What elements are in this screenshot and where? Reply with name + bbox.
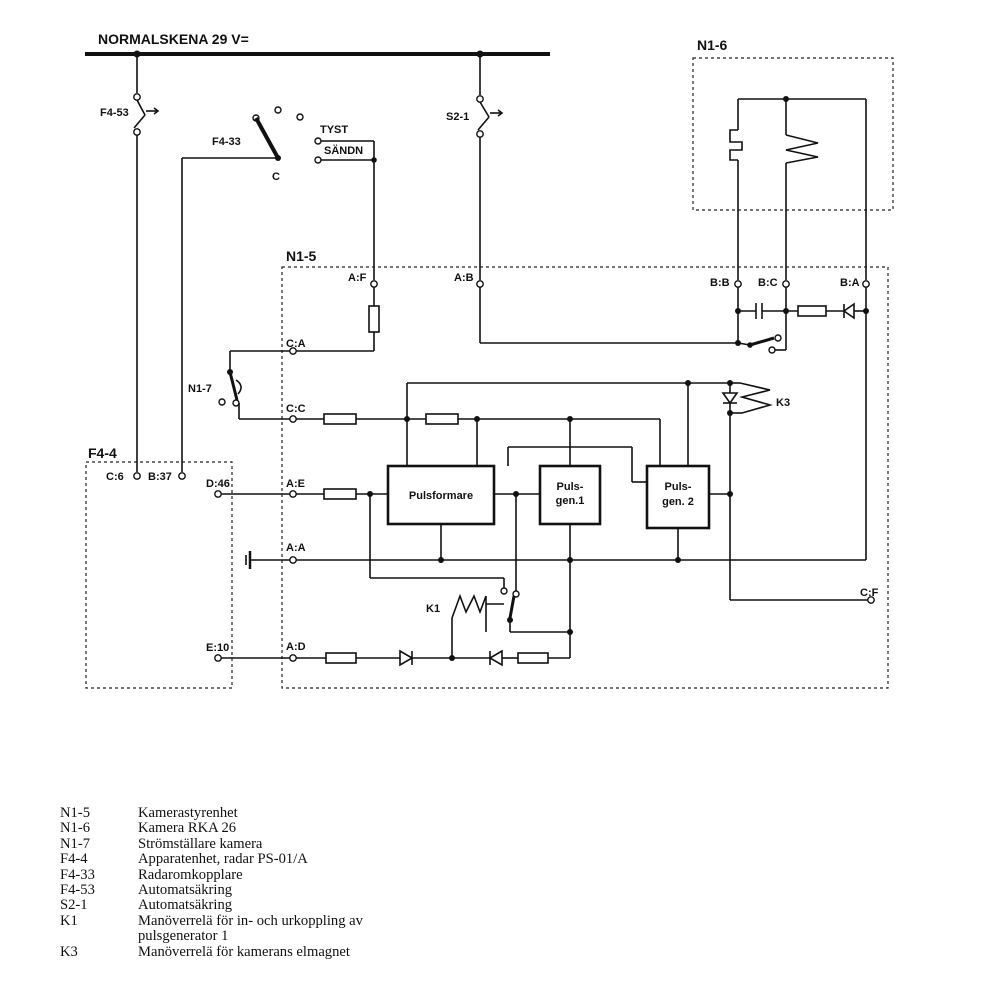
pulsformare-label: Pulsformare [409,490,473,502]
terminal-ae-label: A:E [286,478,305,490]
terminal-d46-label: D:46 [206,478,230,490]
sandn-label: SÄNDN [324,144,363,157]
ae-input-line [221,488,505,588]
pulsgen2-label-b: gen. 2 [662,496,694,508]
k1-relay: K1 [426,587,570,633]
f4-4-label: F4-4 [88,445,117,461]
legend-row: F4-53 Automatsäkring [60,882,580,899]
n1-5-label: N1-5 [286,248,317,264]
terminal-b37 [178,472,186,480]
terminal-bb-label: B:B [710,277,730,289]
legend-code: N1-6 [60,820,90,837]
n1-7-label: N1-7 [188,383,212,395]
k3-label: K3 [776,397,790,409]
legend-row: N1-6 Kamera RKA 26 [60,820,580,837]
terminal-bc-label: B:C [758,277,778,289]
n1-5-control-unit [281,266,889,689]
legend-code [60,929,138,944]
bus-label: NORMALSKENA 29 V= [98,31,249,47]
n1-6-label: N1-6 [697,37,728,53]
terminal-ab [476,280,484,288]
k1-label: K1 [426,603,440,615]
k3-relay: K3 [407,380,790,600]
legend-code: N1-7 [60,835,90,852]
legend-code: K1 [60,912,78,929]
cc-resistor-line [296,383,661,466]
legend-row: K3 Manöverrelä för kamerans elmagnet [60,943,580,960]
f4-4-unit [85,461,233,689]
legend-code: K3 [60,943,78,960]
n1-7-switch: N1-7 [188,350,290,420]
terminal-bc [782,280,790,288]
s2-1-label: S2-1 [446,111,469,123]
component-legend: N1-5 Kamerastyrenhet N1-6 Kamera RKA 26 N1… [60,805,580,960]
legend-desc: Manöverrelä för in- och urkoppling av [138,912,363,929]
legend-row: pulsgenerator 1 [60,928,580,945]
f4-33-label: F4-33 [212,136,241,148]
terminal-c6-label: C:6 [106,471,124,483]
legend-row: S2-1 Automatsäkring [60,897,580,914]
legend-desc: Radaromkopplare [138,866,243,883]
terminal-ab-label: A:B [454,272,474,284]
legend-row: K1 Manöverrelä för in- och urkoppling av [60,912,580,929]
terminal-b37-label: B:37 [148,471,172,483]
legend-row: N1-5 Kamerastyrenhet [60,805,580,821]
terminal-ad [289,654,297,662]
legend-desc: Manöverrelä för kamerans elmagnet [138,943,350,960]
terminal-c6 [133,472,141,480]
legend-row: N1-7 Strömställare kamera [60,835,580,852]
terminal-af-label: A:F [348,272,367,284]
legend-row: F4-33 Radaromkopplare [60,866,580,883]
legend-code: F4-4 [60,851,88,868]
terminal-cf [867,596,875,604]
terminal-ad-label: A:D [286,641,306,653]
legend-code: S2-1 [60,897,88,914]
legend-desc: Kamerastyrenhet [138,805,238,821]
terminal-e10-label: E:10 [206,642,229,654]
f4-33-common-label: C [272,171,280,183]
terminal-ba-label: B:A [840,277,860,289]
pulsgen2-box [645,464,711,530]
terminal-aa-label: A:A [286,542,306,554]
pulsformare-box [386,464,496,526]
ad-line [221,632,570,667]
terminal-ca-label: C:A [286,338,306,350]
legend-row: F4-4 Apparatenhet, radar PS-01/A [60,851,580,868]
terminal-cc [289,415,297,423]
terminal-af [370,280,378,288]
s2-1-breaker: S2-1 [446,54,504,280]
legend-desc: Automatsäkring [138,897,233,914]
legend-desc: Kamera RKA 26 [138,820,237,837]
ground-line [245,551,866,569]
n1-6-camera: N1-6 [692,37,894,280]
legend-desc: pulsgenerator 1 [138,928,229,945]
pulsgen2-label-a: Puls- [665,481,692,493]
fuse [296,287,380,352]
terminal-aa [289,556,297,564]
legend-desc: Automatsäkring [138,882,233,899]
legend-code: N1-5 [60,805,90,821]
terminal-d46 [214,490,222,498]
tyst-label: TYST [320,124,348,136]
pulsgen1-label-b: gen.1 [556,495,585,507]
f4-53-label: F4-53 [100,107,129,119]
legend-desc: Apparatenhet, radar PS-01/A [138,851,308,868]
terminal-ba [862,280,870,288]
pulse-chain-wiring [438,446,730,658]
legend-desc: Strömställare kamera [138,835,263,852]
legend-code: F4-33 [60,866,95,883]
terminal-cf-label: C:F [860,587,879,599]
camera-interface-circuit [479,287,869,560]
f4-53-breaker: F4-53 [100,54,160,472]
pulsgen1-box [538,464,602,526]
pulsgen1-label-a: Puls- [557,481,584,493]
legend-code: F4-53 [60,882,95,899]
terminal-cc-label: C:C [286,403,306,415]
terminal-ae [289,490,297,498]
terminal-e10 [214,654,222,662]
terminal-bb [734,280,742,288]
f4-33-switch: F4-33 C TYST SÄNDN [181,106,377,472]
